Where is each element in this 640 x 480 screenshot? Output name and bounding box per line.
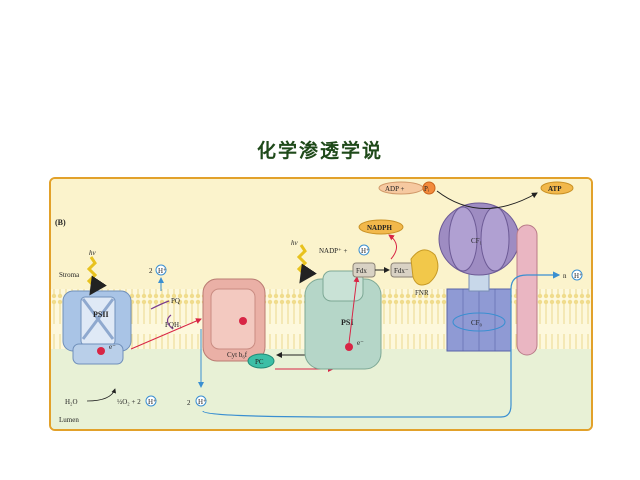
water-split-arrow	[86, 388, 117, 402]
stroma-2h-count: 2	[149, 267, 153, 275]
page-title: 化学渗透学说	[256, 140, 383, 162]
psi-label: PSI	[341, 318, 353, 327]
p700-marker	[345, 343, 353, 351]
nadph-label: NADPH	[367, 224, 392, 232]
stroma-proton-pq	[155, 264, 167, 276]
lumen-proton-2-label: H⁺	[198, 398, 207, 406]
cf0-rotation	[452, 312, 506, 332]
fnr-enzyme	[410, 249, 439, 286]
psii-hv-label: hν	[89, 249, 97, 257]
psi-electron-label: e⁻	[357, 339, 364, 347]
nadp-label: NADP⁺ +	[319, 247, 348, 255]
psi-complex	[304, 270, 382, 370]
electron-flow-psii-cyt	[130, 318, 202, 350]
pi-label: Pᵢ	[424, 185, 430, 193]
light-arrow-psii	[86, 256, 107, 296]
pc-cyt-side	[247, 353, 275, 369]
fdx-label: Fdx	[356, 267, 367, 275]
nadp-proton-label: H⁺	[361, 247, 370, 255]
psi-hv-label: hν	[291, 239, 299, 247]
nadph-badge	[358, 219, 404, 235]
atp-synthase	[438, 202, 538, 356]
lumen-2h-count: 2	[187, 399, 191, 407]
pqh2-label: PQH₂	[165, 321, 182, 329]
atp-synthesis-arrow	[436, 190, 538, 209]
n-count: n	[563, 272, 567, 280]
fnr-label: FNR	[415, 289, 429, 297]
atp-label: ATP	[548, 185, 562, 193]
light-arrow-psi	[296, 244, 317, 284]
atp-badge	[540, 181, 574, 195]
p680-marker	[97, 347, 105, 355]
nadph-formation-arrow	[388, 234, 397, 260]
proton-return-path	[202, 271, 561, 418]
nadp-proton	[358, 244, 370, 256]
cyt-label: Cyt b₆f	[227, 351, 248, 359]
water-label: H₂O	[65, 398, 78, 406]
pc-label-1: PC	[255, 358, 264, 366]
psii-complex	[62, 290, 132, 365]
psii-electron-label: e⁻	[109, 343, 116, 351]
cyt-b6f-complex	[202, 278, 266, 362]
lumen-proton-2	[195, 395, 207, 407]
stroma-label: Stroma	[59, 271, 80, 279]
lumen-proton-1	[145, 395, 157, 407]
pq-label: PQ	[171, 297, 180, 305]
diagram-canvas: (B) Stroma Lumen PSII hν e⁻ H₂O ½O₂ + 2 …	[51, 179, 591, 429]
oxygen-label: ½O₂ + 2	[117, 398, 141, 406]
adp-label: ADP +	[385, 185, 404, 193]
panel-label: (B)	[55, 218, 66, 227]
psii-label: PSII	[93, 310, 109, 319]
lumen-label: Lumen	[59, 416, 79, 424]
cyt-heme-marker	[239, 317, 247, 325]
cf1-label: CF₁	[471, 237, 482, 245]
cf0-label: CF₀	[471, 319, 483, 327]
stroma-proton-out-label: H⁺	[574, 272, 583, 280]
fdx-reduced-label: Fdx⁻	[394, 267, 409, 275]
lumen-proton-1-label: H⁺	[148, 398, 157, 406]
pq-cycle	[150, 300, 174, 330]
stroma-proton-out	[571, 269, 583, 281]
pi-badge	[422, 181, 436, 195]
chemiosmosis-diagram: (B) Stroma Lumen PSII hν e⁻ H₂O ½O₂ + 2 …	[49, 177, 593, 431]
stroma-proton-pq-label: H⁺	[158, 267, 167, 275]
electron-flow-psi-fdx	[348, 276, 360, 344]
